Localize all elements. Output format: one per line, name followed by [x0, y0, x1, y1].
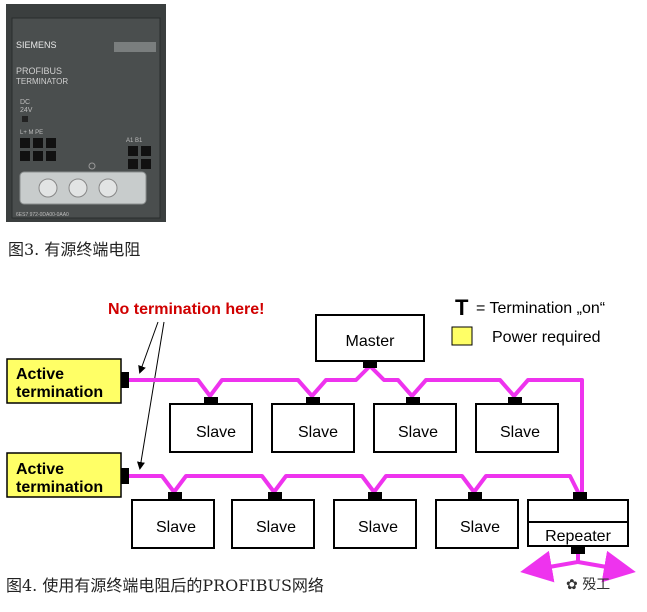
active-top-connector [121, 372, 129, 388]
master-label: Master [346, 333, 396, 350]
product-line1: PROFIBUS [16, 66, 62, 76]
slave-bottom-4: Slave [435, 492, 519, 549]
active-termination-bottom [6, 452, 122, 498]
slave-bottom-1: Slave [131, 492, 215, 549]
slave-top-2: Slave [271, 397, 355, 453]
active-bottom-connector [121, 468, 129, 484]
profibus-terminator-photo: SIEMENS PROFIBUS TERMINATOR DC 24V L+ M … [6, 4, 166, 222]
legend-power-swatch [451, 326, 473, 346]
master-connector [363, 360, 377, 368]
slave-top-3-label: Slave [398, 424, 438, 441]
slave-bottom-3: Slave [333, 492, 417, 549]
watermark: ✿ 殁工 [566, 574, 610, 594]
active-bottom-line1: Active [16, 461, 64, 478]
slave-top-1: Slave [169, 397, 253, 453]
terminals-left-label: L+ M PE [20, 130, 43, 136]
siemens-brand: SIEMENS [16, 40, 57, 50]
dc-line1: DC [20, 99, 30, 106]
slave-bottom-4-label: Slave [460, 519, 500, 536]
figure4-caption: 图4. 使用有源终端电阻后的PROFIBUS网络 [6, 576, 324, 595]
no-termination-warning: No termination here! [108, 301, 264, 318]
legend-t-symbol: T [455, 295, 469, 320]
repeater-label: Repeater [545, 528, 611, 545]
legend-termination-text: = Termination „on“ [476, 300, 605, 317]
slave-top-3: Slave [373, 397, 457, 453]
slave-top-2-label: Slave [298, 424, 338, 441]
order-number: 6ES7 972-0DA00-0AA0 [16, 212, 69, 218]
wechat-icon: ✿ [566, 577, 578, 593]
repeater: Repeater [527, 492, 629, 554]
slave-bottom-3-label: Slave [358, 519, 398, 536]
slave-bottom-2-label: Slave [256, 519, 296, 536]
active-termination-top [6, 358, 122, 404]
slave-top-1-label: Slave [196, 424, 236, 441]
active-top-line1: Active [16, 366, 64, 383]
slave-bottom-1-label: Slave [156, 519, 196, 536]
slave-bottom-2: Slave [231, 492, 315, 549]
product-line2: TERMINATOR [16, 77, 68, 86]
legend-power-text: Power required [492, 329, 601, 346]
active-top-line2: termination [16, 384, 103, 401]
bus-bottom [128, 474, 582, 497]
warning-arrow-top [138, 321, 159, 374]
figure3-caption: 图3. 有源终端电阻 [8, 240, 141, 259]
warning-arrow-bottom [137, 321, 165, 470]
dc-line2: 24V [20, 107, 33, 114]
master-box [315, 314, 425, 362]
watermark-text: 殁工 [582, 577, 611, 593]
bus-top [128, 364, 584, 496]
slave-top-4-label: Slave [500, 424, 540, 441]
terminals-right-label: A1 B1 [126, 138, 143, 144]
slave-top-4: Slave [475, 397, 559, 453]
active-bottom-line2: termination [16, 479, 103, 496]
